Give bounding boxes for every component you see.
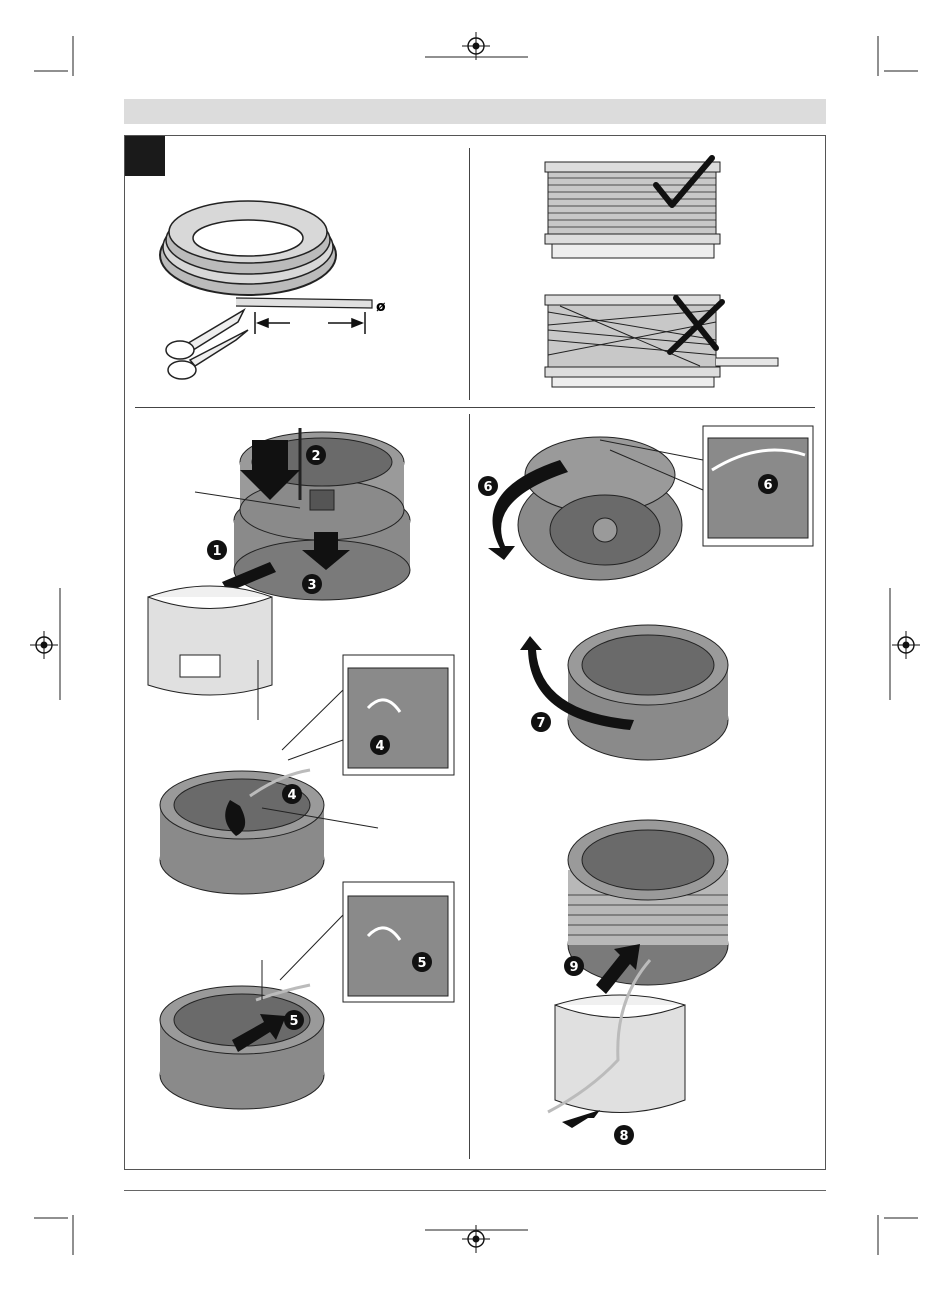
length-dimension: [255, 312, 365, 334]
spool-step6: [518, 437, 682, 580]
detail-inset-step6: [703, 426, 813, 546]
step-label-1: 1: [212, 544, 221, 559]
step-label-7: 7: [536, 716, 545, 731]
detail-inset-step4: [343, 655, 454, 775]
step-label-4-inset: 4: [375, 739, 384, 754]
step-label-6-inset: 6: [763, 478, 772, 493]
step-label-5-inset: 5: [417, 956, 426, 971]
spool-step7: [568, 625, 728, 760]
step-label-5: 5: [289, 1014, 298, 1029]
leader-line: [282, 690, 343, 750]
spool-wound-incorrect: [545, 295, 778, 387]
step-label-8: 8: [619, 1129, 628, 1144]
leader-line: [288, 740, 343, 760]
step-label-3: 3: [307, 578, 316, 593]
step-label-9: 9: [569, 960, 578, 975]
scissors-icon: [166, 310, 248, 379]
step-label-6: 6: [483, 480, 492, 495]
step-label-2: 2: [311, 449, 320, 464]
line-coil: [160, 201, 372, 308]
pull-arrow: [562, 1110, 600, 1128]
detail-inset-step5: [343, 882, 454, 1002]
leader-line: [280, 915, 343, 980]
diameter-symbol: ø: [376, 299, 386, 315]
step-label-4: 4: [287, 788, 296, 803]
spool-cover: [148, 586, 272, 695]
